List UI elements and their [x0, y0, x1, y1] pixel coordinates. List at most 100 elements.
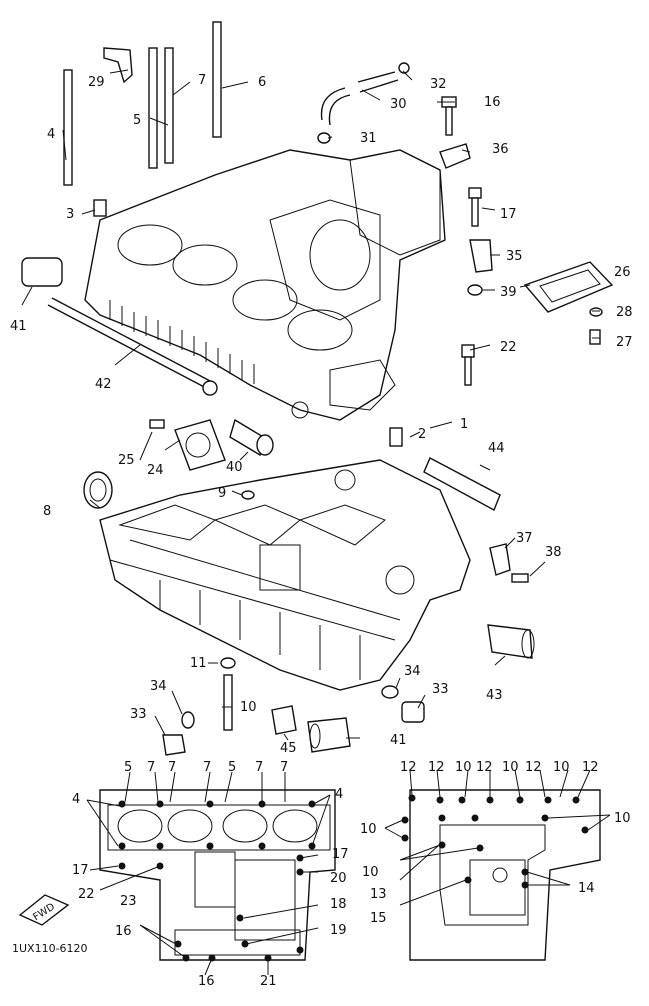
callout-32: 32 [430, 77, 447, 92]
figure-code: 1UX110-6120 [12, 942, 88, 955]
callout-29: 29 [88, 75, 105, 90]
washer-39 [467, 284, 483, 296]
callout-41a: 41 [10, 319, 27, 334]
inset-right-12c: 12 [476, 760, 493, 775]
sleeve-40 [229, 418, 274, 457]
callout-33a: 33 [130, 707, 147, 722]
inset-left-5a: 5 [124, 760, 132, 775]
oil-pipe-42 [47, 297, 218, 396]
dowel-2 [389, 427, 403, 447]
callout-11: 11 [190, 656, 207, 671]
upper-crankcase [84, 149, 446, 421]
callout-4: 4 [47, 127, 55, 142]
callout-34b: 34 [404, 664, 421, 679]
oil-seal-8 [83, 471, 113, 509]
callout-22: 22 [500, 340, 517, 355]
bolt-25 [149, 419, 165, 429]
callout-35: 35 [506, 249, 523, 264]
leader-lines [21, 69, 600, 741]
inset-left-5b: 5 [228, 760, 236, 775]
callout-17: 17 [500, 207, 517, 222]
inset-right-12b: 12 [428, 760, 445, 775]
callouts: 1 2 3 4 5 6 7 8 9 10 11 16 17 22 24 25 2… [10, 73, 633, 756]
callout-44: 44 [488, 441, 505, 456]
inset-left-7b: 7 [168, 760, 176, 775]
inset-left-4a: 4 [72, 792, 80, 807]
strainer-43 [487, 624, 535, 659]
callout-6: 6 [258, 75, 266, 90]
callout-36: 36 [492, 142, 509, 157]
inset-right-bolt-pattern: 12 12 10 12 10 12 10 12 10 10 10 13 14 1… [360, 760, 631, 961]
inset-right-10a: 10 [455, 760, 472, 775]
plug-33-right [401, 701, 425, 723]
inset-left-16b: 16 [198, 974, 215, 989]
bolt-38 [511, 573, 529, 583]
inset-right-10f: 10 [362, 865, 379, 880]
plug-33-left [162, 734, 186, 756]
breather-hose-30 [320, 71, 399, 126]
o-ring-9 [241, 490, 255, 500]
callout-25: 25 [118, 453, 135, 468]
inset-left-7d: 7 [255, 760, 263, 775]
callout-45: 45 [280, 741, 297, 756]
clamp-36 [439, 143, 471, 169]
callout-30: 30 [390, 97, 407, 112]
inset-right-10e: 10 [614, 811, 631, 826]
shaft-44 [423, 457, 501, 511]
callout-38: 38 [545, 545, 562, 560]
inset-left-4b: 4 [335, 787, 343, 802]
callout-26: 26 [614, 265, 631, 280]
inset-right-10d: 10 [360, 822, 377, 837]
inset-right-10c: 10 [553, 760, 570, 775]
inset-right-10b: 10 [502, 760, 519, 775]
bolt-17 [468, 187, 482, 227]
bracket-29 [103, 47, 133, 84]
stud-bolts [63, 21, 233, 731]
callout-43: 43 [486, 688, 503, 703]
callout-27: 27 [616, 335, 633, 350]
inset-left-23: 23 [120, 894, 137, 909]
callout-2: 2 [418, 427, 426, 442]
callout-16: 16 [484, 95, 501, 110]
callout-34a: 34 [150, 679, 167, 694]
callout-33b: 33 [432, 682, 449, 697]
o-ring-34-right [381, 685, 399, 699]
cover-plate-26 [523, 261, 614, 313]
clamp-45 [271, 705, 297, 735]
callout-42: 42 [95, 377, 112, 392]
inset-right-12a: 12 [400, 760, 417, 775]
callout-1: 1 [460, 417, 468, 432]
inset-left-17a: 17 [72, 863, 89, 878]
gasket-24 [174, 419, 226, 471]
callout-9: 9 [218, 486, 226, 501]
bolt-27 [589, 329, 601, 345]
bracket-35 [469, 239, 493, 273]
inset-left-bolt-pattern: FWD 5 7 7 7 5 7 7 4 4 17 17 22 20 23 18 … [18, 760, 349, 989]
washer-11 [220, 657, 236, 669]
callout-28: 28 [616, 305, 633, 320]
cap-32 [398, 62, 410, 74]
oil-filter-41 [21, 257, 63, 287]
bolt-22 [461, 344, 475, 386]
inset-right-12e: 12 [582, 760, 599, 775]
bolt-16 [441, 96, 457, 136]
callout-8: 8 [43, 504, 51, 519]
inset-left-19: 19 [330, 923, 347, 938]
callout-37: 37 [516, 531, 533, 546]
inset-left-16a: 16 [115, 924, 132, 939]
washer-28 [589, 307, 603, 317]
callout-40: 40 [226, 460, 243, 475]
callout-24: 24 [147, 463, 164, 478]
inset-left-7e: 7 [280, 760, 288, 775]
inset-right-12d: 12 [525, 760, 542, 775]
callout-3: 3 [66, 207, 74, 222]
o-ring-34-left [181, 711, 195, 729]
inset-left-20: 20 [330, 871, 347, 886]
callout-5: 5 [133, 113, 141, 128]
filter-41-lower [307, 717, 351, 753]
lower-crankcase [99, 459, 471, 691]
inset-left-7c: 7 [203, 760, 211, 775]
callout-39: 39 [500, 285, 517, 300]
inset-left-7a: 7 [147, 760, 155, 775]
